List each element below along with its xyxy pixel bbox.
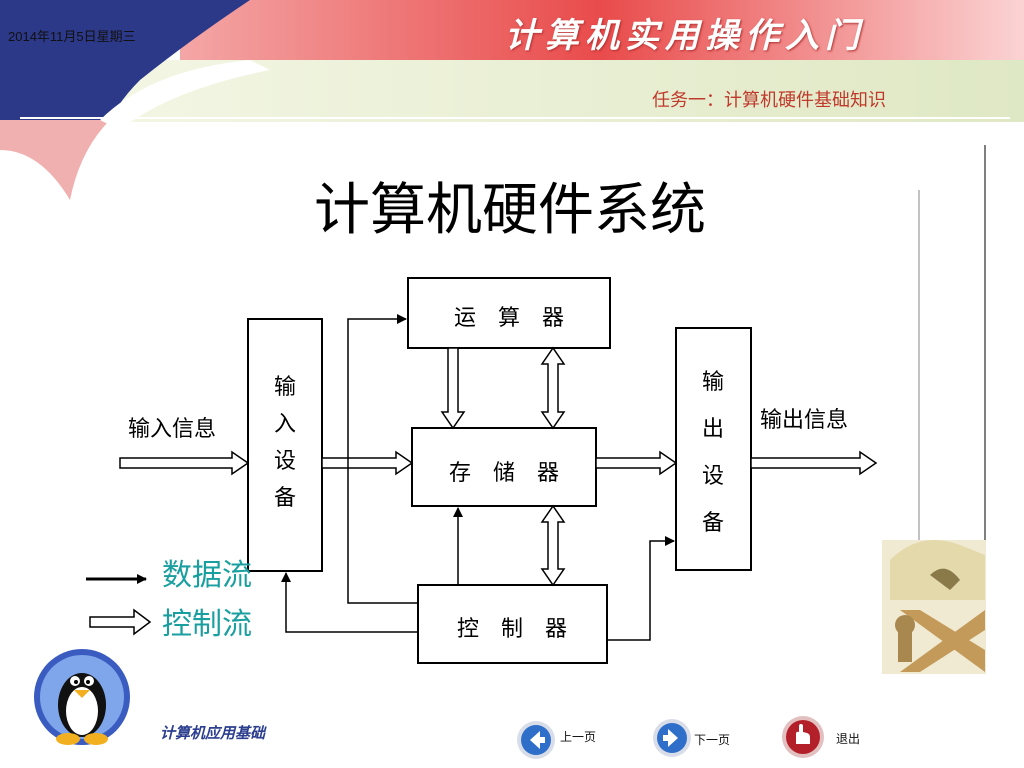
- arrow-input-info: [119, 450, 250, 476]
- footer-course-name: 计算机应用基础: [160, 724, 266, 742]
- legend-control-flow: 控制流: [162, 607, 252, 642]
- control-line-output: [607, 536, 675, 641]
- output-vert-char: 备: [702, 511, 724, 536]
- next-page-button[interactable]: 下一页: [652, 718, 742, 762]
- output-vert-char: 出: [702, 417, 724, 442]
- arrow-memory-alu: [540, 346, 566, 430]
- output-vert-char: 输: [702, 370, 724, 395]
- course-title: 计算机实用操作入门: [505, 16, 865, 56]
- output-vert-char: 设: [702, 464, 724, 489]
- output-device-box: [675, 327, 752, 571]
- arrow-alu-memory: [440, 347, 466, 430]
- memory-label: 存 储 器: [449, 461, 559, 486]
- alu-label: 运 算 器: [454, 306, 564, 331]
- exit-label: 退出: [836, 732, 861, 746]
- input-device-box: [247, 318, 323, 572]
- prev-page-label: 上一页: [560, 730, 597, 744]
- next-page-label: 下一页: [694, 733, 731, 747]
- exit-button[interactable]: 退出: [780, 714, 870, 760]
- penguin-logo: [34, 649, 130, 745]
- back-arrow-icon: [517, 721, 555, 759]
- date-label: 2014年11月5日星期三: [8, 29, 136, 44]
- alu-box: [407, 277, 611, 349]
- arrow-memory-controller: [540, 504, 566, 587]
- controller-label: 控 制 器: [457, 617, 567, 642]
- arrow-output-info: [750, 450, 878, 476]
- input-vert-char: 输: [274, 375, 296, 400]
- controller-box: [417, 584, 608, 664]
- exit-hand-icon: [782, 716, 824, 758]
- input-vert-char: 入: [274, 412, 296, 437]
- legend-data-flow: 数据流: [162, 558, 252, 593]
- control-line-alu: [347, 314, 418, 604]
- chess-decoration: [882, 540, 986, 674]
- input-info-label: 输入信息: [128, 417, 216, 442]
- page-title: 计算机硬件系统: [314, 178, 706, 243]
- arrow-memory-output: [595, 450, 678, 476]
- legend-hollow-arrow: [89, 608, 152, 636]
- input-vert-char: 备: [274, 486, 296, 511]
- memory-box: [411, 427, 597, 507]
- control-line-input: [281, 572, 418, 633]
- input-vert-char: 设: [274, 449, 296, 474]
- arrow-input-memory: [321, 450, 414, 476]
- forward-arrow-icon: [653, 719, 691, 757]
- task-title: 任务一：计算机硬件基础知识: [652, 90, 886, 111]
- prev-page-button[interactable]: 上一页: [516, 720, 606, 764]
- output-info-label: 输出信息: [760, 408, 848, 433]
